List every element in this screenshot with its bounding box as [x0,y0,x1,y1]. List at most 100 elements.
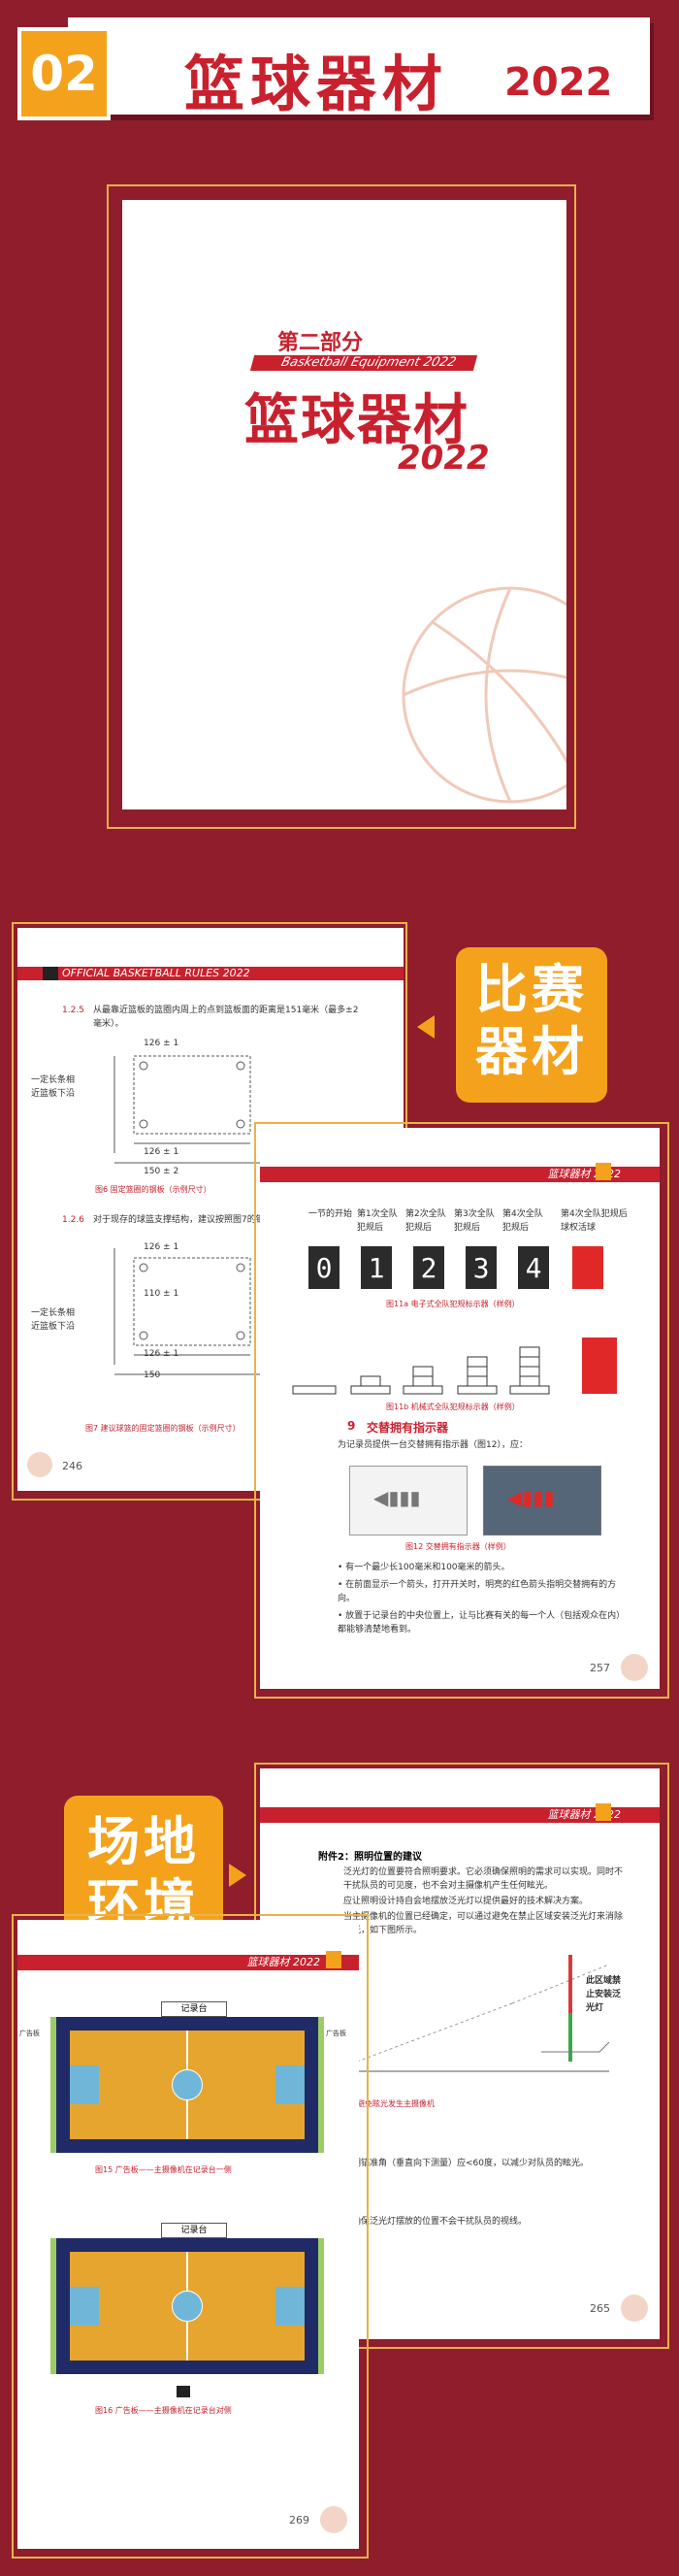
center-circle [172,2069,203,2100]
figure-caption: 图11b 机械式全队犯规标示器（样例） [386,1403,520,1411]
bullet-item: • 放置于记录台的中央位置上，让与比赛有关的每一个人（包括观众在内）都能够清楚地… [338,1611,626,1635]
dimension-label: 126 ± 1 [144,1349,179,1359]
row-label: 第1次全队犯规后 [357,1209,398,1233]
figure-caption: 图示范，以避免眩光发生主摄像机 [318,2099,435,2108]
key-left [70,2065,99,2104]
dimension-label: 110 ± 1 [144,1289,179,1299]
tag-line: 比赛 [475,959,588,1020]
red-foul-indicator [572,1246,603,1289]
row-label: 第2次全队犯规后 [405,1209,446,1233]
foul-indicator-digit: 0 [308,1246,340,1289]
row-label: 一节的开始 [308,1209,353,1219]
row-label: 第4次全队犯规后 [502,1209,543,1233]
basketball-icon [621,1654,648,1681]
camera-icon [177,2386,190,2397]
backboard-support-diagram [113,1248,270,1375]
possession-arrow-off: ◀▮▮▮ [349,1466,468,1536]
cover-part-label: 第二部分 [277,331,364,355]
paragraph: 为记录员提供一台交替拥有指示器（图12），应： [338,1440,528,1450]
dimension-label: 150 [144,1371,161,1380]
page-269: 篮球器材 2022 记录台 广告板 广告板 图15 广告板——主摄像机在记录台一… [17,1920,359,2549]
side-note: 一定长条相近篮板下沿 [31,1308,76,1332]
rule-text: 从最靠近篮板的篮圈内周上的点到篮板面的距离是151毫米（最多±2毫米）。 [93,1006,359,1029]
section-number-badge: 02 [17,27,111,120]
page-number: 246 [62,1460,82,1472]
figure-caption: 图15 广告板——主摄像机在记录台一侧 [95,2165,232,2174]
figure-caption: 图7 建议球篮的固定篮圈的钢板（示例尺寸） [85,1424,241,1433]
page-number: 265 [590,2302,610,2315]
scorer-table-label: 记录台 [161,2223,227,2238]
ad-board-label: 广告板 [326,2030,346,2037]
ad-board-label: 广告板 [19,2030,40,2037]
ad-board [318,2017,324,2153]
mechanical-foul-markers [292,1338,617,1395]
figure-caption: 图16 广告板——主摄像机在记录台对侧 [95,2406,232,2415]
rule-number: 1.2.6 [62,1215,84,1225]
dimension-label: 150 ± 2 [144,1167,179,1176]
page-269-header: 篮球器材 2022 [17,1955,359,1970]
possession-arrow-on: ◀▮▮▮ [483,1466,601,1536]
rule-number: 1.2.5 [62,1006,84,1015]
lighting-diagram [338,1955,610,2072]
bullet-item: • 在前面显示一个箭头，打开开关时，明亮的红色箭头指明交替拥有的方向。 [338,1580,617,1603]
cover-subtitle: Basketball Equipment 2022 [249,355,478,371]
bullet-item: • 有一个最少长100毫米和100毫米的箭头。 [338,1563,510,1572]
side-note: 一定长条相近篮板下沿 [31,1075,76,1099]
foul-indicator-digit: 3 [466,1246,497,1289]
header-banner [68,17,650,115]
page-title-year: 2022 [504,60,613,105]
ad-board [50,2238,56,2374]
section-title: 交替拥有指示器 [367,1421,449,1435]
ad-board [50,2017,56,2153]
dimension-label: 126 ± 1 [144,1039,179,1048]
cover-frame [107,184,576,829]
tag-line: 场地 [87,1811,200,1872]
ad-board [318,2238,324,2374]
key-right [275,2287,305,2326]
fiba-logo-icon [43,967,58,980]
basketball-icon [320,2506,347,2533]
cover-title: 篮球器材 [244,389,469,452]
page-257-frame [254,1122,669,1699]
row-label: 第3次全队犯规后 [454,1209,495,1233]
court-diagram-1 [56,2017,318,2153]
paragraph: 应让照明设计持自会地摆放泛光灯以提供最好的技术解决方案。 [343,1897,589,1906]
key-right [275,2065,305,2104]
scorer-table-label: 记录台 [161,2001,227,2017]
tag-match-equipment: 比赛 器材 [456,947,607,1103]
dimension-label: 126 ± 1 [144,1147,179,1157]
appendix-title: 附件2：照明位置的建议 [318,1852,422,1863]
court-diagram-2 [56,2238,318,2374]
basketball-watermark-icon [402,586,566,804]
center-circle [172,2291,203,2322]
key-left [70,2287,99,2326]
page-number: 257 [590,1662,610,1674]
page-246-header: OFFICIAL BASKETBALL RULES 2022 [17,967,404,980]
page-257: 篮球器材 2022 一节的开始 第1次全队犯规后 第2次全队犯规后 第3次全队犯… [260,1128,660,1689]
basketball-icon [27,1452,52,1477]
tag-line: 器材 [475,1021,588,1082]
basketball-icon [621,2295,648,2322]
foul-indicator-digit: 2 [413,1246,444,1289]
arrow-right-icon [229,1864,246,1887]
paragraph: 当主摄像机的位置已经确定，可以通过避免在禁止区域安装泛光灯来消除眩光，如下图所示… [343,1912,624,1935]
foul-indicator-digit: 4 [518,1246,549,1289]
figure-caption: 图6 固定篮圈的钢板（示例尺寸） [95,1185,211,1194]
cover-year: 2022 [398,439,490,478]
chapter-badge-icon [596,1803,611,1821]
arrow-left-icon [417,1015,435,1039]
foul-indicator-digit: 1 [361,1246,392,1289]
figure-caption: 图11a 电子式全队犯规标示器（样例） [386,1300,520,1308]
chapter-badge-icon [596,1163,611,1180]
paragraph: 照明锚准角（垂直向下测量）应<60度，以减少对队员的眩光。 [343,2159,589,2168]
chapter-badge-icon [326,1951,341,1968]
backboard-plate-diagram [113,1055,270,1164]
page-title: 篮球器材 [184,49,449,119]
cover-page [122,200,566,809]
dimension-label: 126 ± 1 [144,1242,179,1252]
page-number: 269 [289,2514,309,2526]
paragraph: 泛光灯的位置要符合照明要求。它必须确保照明的需求可以实现。同时不干扰队员的可见度… [343,1867,624,1891]
page-269-frame [12,1914,369,2559]
figure-caption: 图12 交替拥有指示器（样例） [405,1542,511,1551]
row-label: 第4次全队犯规后球权活球 [561,1209,628,1233]
